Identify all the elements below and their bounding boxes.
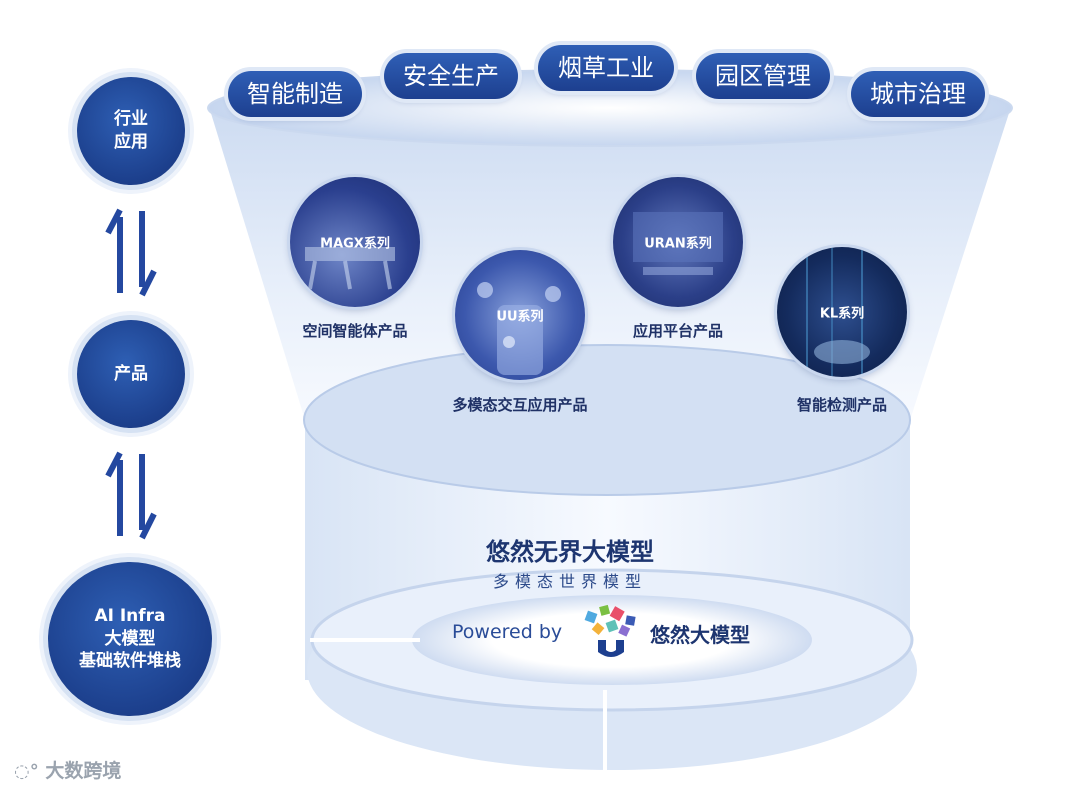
product-tag-uran: URAN系列 bbox=[644, 236, 712, 252]
bidirectional-arrow-icon bbox=[105, 451, 157, 540]
product-caption-spatial-agent: 空间智能体产品 bbox=[302, 322, 408, 340]
watermark-text: 大数跨境 bbox=[45, 760, 122, 782]
stage-infra-line1: AI Infra bbox=[94, 605, 166, 626]
industry-pill-tobacco: 烟草工业 bbox=[538, 45, 674, 91]
product-tag-magx: MAGX系列 bbox=[320, 236, 390, 252]
stage-industry-line1: 行业 bbox=[114, 109, 148, 130]
product-caption-app-platform: 应用平台产品 bbox=[632, 322, 723, 340]
brand-name: 悠然大模型 bbox=[650, 623, 750, 647]
product-circle-uran: URAN系列 bbox=[613, 177, 743, 307]
stage-ai-infra: AI Infra 大模型 基础软件堆栈 bbox=[48, 562, 212, 716]
product-circle-kl: KL系列 bbox=[777, 247, 907, 377]
industry-pill-smart-manufacturing: 智能制造 bbox=[228, 71, 362, 117]
robot-dog-image bbox=[305, 247, 395, 290]
youran-logo-icon bbox=[584, 604, 636, 657]
detection-lens-image bbox=[806, 247, 870, 377]
phone-app-image bbox=[477, 282, 561, 375]
watermark-logo-icon: ◌° bbox=[14, 761, 39, 782]
bidirectional-arrow-icon bbox=[105, 208, 157, 297]
product-circle-magx: MAGX系列 bbox=[290, 177, 420, 307]
product-tag-kl: KL系列 bbox=[819, 306, 865, 322]
stage-infra-line3: 基础软件堆栈 bbox=[79, 651, 181, 672]
stage-infra-line2: 大模型 bbox=[104, 628, 156, 649]
powered-by-label: Powered by bbox=[452, 621, 563, 643]
watermark: ◌° 大数跨境 bbox=[14, 756, 121, 783]
model-subtitle: 多模态世界模型 bbox=[492, 572, 647, 591]
industry-pill-city-governance: 城市治理 bbox=[851, 71, 985, 117]
product-caption-detection: 智能检测产品 bbox=[796, 396, 887, 414]
product-caption-multimodal: 多模态交互应用产品 bbox=[452, 396, 588, 414]
stage-product-label: 产品 bbox=[114, 363, 148, 384]
stage-industry-application: 行业 应用 bbox=[77, 77, 185, 185]
stage-product: 产品 bbox=[77, 320, 185, 428]
industry-pill-park-management: 园区管理 bbox=[696, 53, 830, 99]
model-title: 悠然无界大模型 bbox=[486, 538, 654, 566]
platform-screen-image bbox=[633, 212, 723, 275]
stage-industry-line2: 应用 bbox=[114, 132, 148, 152]
industry-pill-safety-production: 安全生产 bbox=[384, 53, 518, 99]
product-circle-uu: UU系列 bbox=[455, 250, 585, 380]
product-tag-uu: UU系列 bbox=[496, 309, 544, 325]
